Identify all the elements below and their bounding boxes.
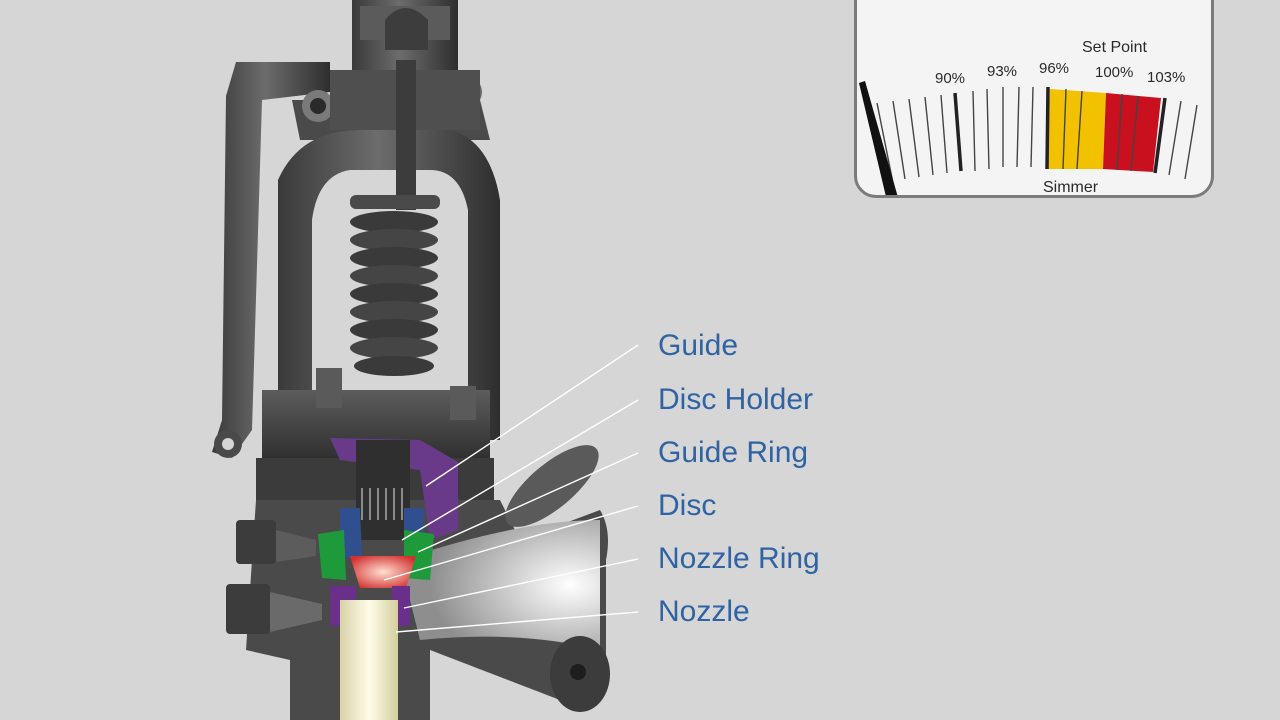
tick-label-100: 100% bbox=[1095, 64, 1134, 81]
spindle bbox=[396, 60, 416, 210]
label-guide: Guide bbox=[658, 329, 739, 362]
set-point-label: Set Point bbox=[1082, 39, 1147, 56]
tick-label-90: 90% bbox=[935, 70, 966, 87]
label-nozzle: Nozzle bbox=[658, 595, 750, 628]
leader-guide bbox=[425, 344, 639, 487]
pressure-gauge: Set Point 90% 93% 96% 100% 103% Simmer bbox=[854, 0, 1214, 198]
side-plugs bbox=[226, 520, 322, 634]
label-nozzle-ring: Nozzle Ring bbox=[658, 542, 820, 575]
guide-grooves bbox=[361, 488, 403, 520]
gauge-needle bbox=[859, 81, 898, 195]
bonnet-cap bbox=[352, 0, 458, 70]
leader-disc bbox=[383, 505, 639, 581]
gauge-dial bbox=[859, 81, 1198, 195]
leader-nozzle bbox=[395, 611, 639, 633]
tick-label-93: 93% bbox=[987, 63, 1018, 80]
simmer-zone bbox=[1047, 89, 1106, 169]
label-disc: Disc bbox=[658, 489, 717, 522]
gauge-ticks bbox=[876, 86, 1198, 184]
tick-label-103: 103% bbox=[1147, 69, 1186, 86]
simmer-label: Simmer bbox=[1043, 179, 1099, 196]
leader-nozzle-ring bbox=[403, 558, 639, 609]
leader-disc-holder bbox=[401, 399, 639, 541]
gauge-major-ticks bbox=[953, 86, 1167, 174]
label-disc-holder: Disc Holder bbox=[658, 383, 814, 416]
nozzle-bore bbox=[340, 600, 398, 720]
leader-guide-ring bbox=[417, 452, 639, 553]
spring bbox=[350, 195, 440, 376]
label-guide-ring: Guide Ring bbox=[658, 436, 809, 469]
tick-label-96: 96% bbox=[1039, 60, 1070, 77]
leader-lines bbox=[383, 344, 639, 633]
